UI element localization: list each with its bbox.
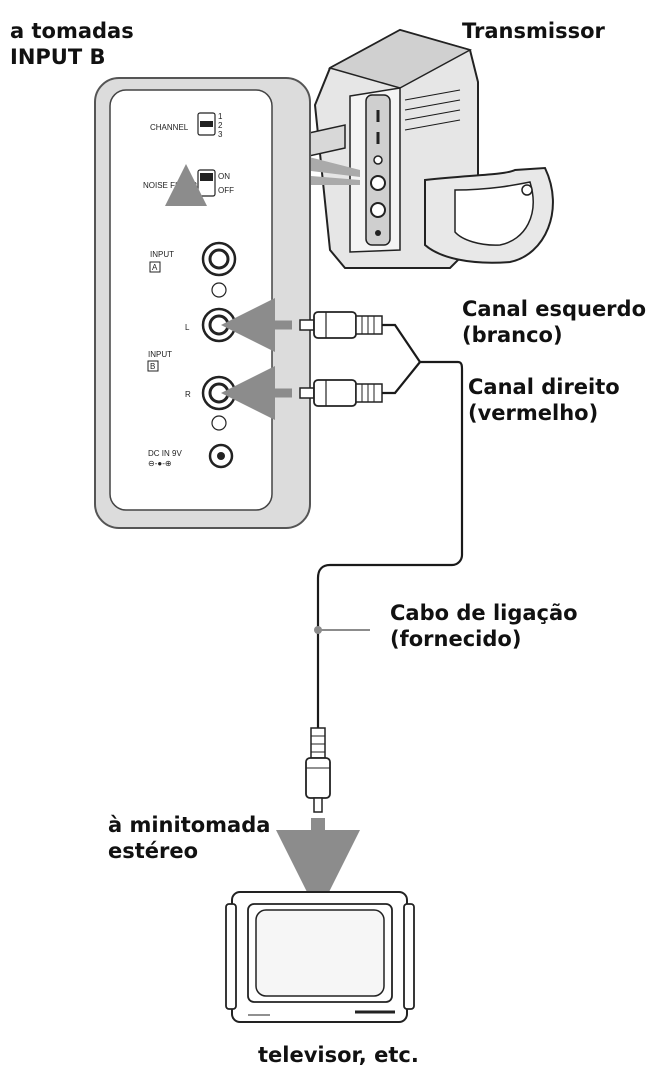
rca-plug-right [299, 379, 383, 407]
rear-panel: CHANNEL 1 2 3 NOISE FILTER ON OFF INPUT … [94, 77, 311, 529]
rca-plug-left [299, 311, 383, 339]
jack-r-label: R [185, 390, 191, 399]
right-channel-label: Canal direito (vermelho) [468, 375, 627, 425]
channel-pos-1: 1 [218, 112, 223, 121]
tv-label: televisor, etc. [258, 1043, 419, 1067]
cable-label: Cabo de ligação (fornecido) [390, 601, 585, 651]
channel-pos-2: 2 [218, 121, 223, 130]
transmitter-label: Transmissor [462, 19, 606, 43]
transmitter-illustration [299, 28, 554, 269]
minijack-label: à minitomada estéreo [108, 813, 278, 863]
jack-l-label: L [185, 323, 190, 332]
input-a-letter: A [152, 263, 158, 272]
off-label: OFF [218, 186, 234, 195]
dc-in-label: DC IN 9V [148, 449, 182, 458]
input-a-label: INPUT [150, 250, 174, 259]
indicator-led [211, 282, 227, 298]
channel-pos-3: 3 [218, 130, 223, 139]
polarity-symbol: ⊖-●-⊕ [148, 459, 172, 468]
input-b-letter: B [150, 362, 155, 371]
connecting-cable [316, 323, 464, 728]
input-b-label: a tomadas INPUT B [10, 19, 141, 69]
television-illustration [225, 891, 415, 1023]
channel-label: CHANNEL [150, 123, 189, 132]
stereo-mini-plug [305, 727, 331, 813]
left-channel-label: Canal esquerdo (branco) [462, 297, 653, 347]
on-label: ON [218, 172, 230, 181]
input-b-panel-label: INPUT [148, 350, 172, 359]
